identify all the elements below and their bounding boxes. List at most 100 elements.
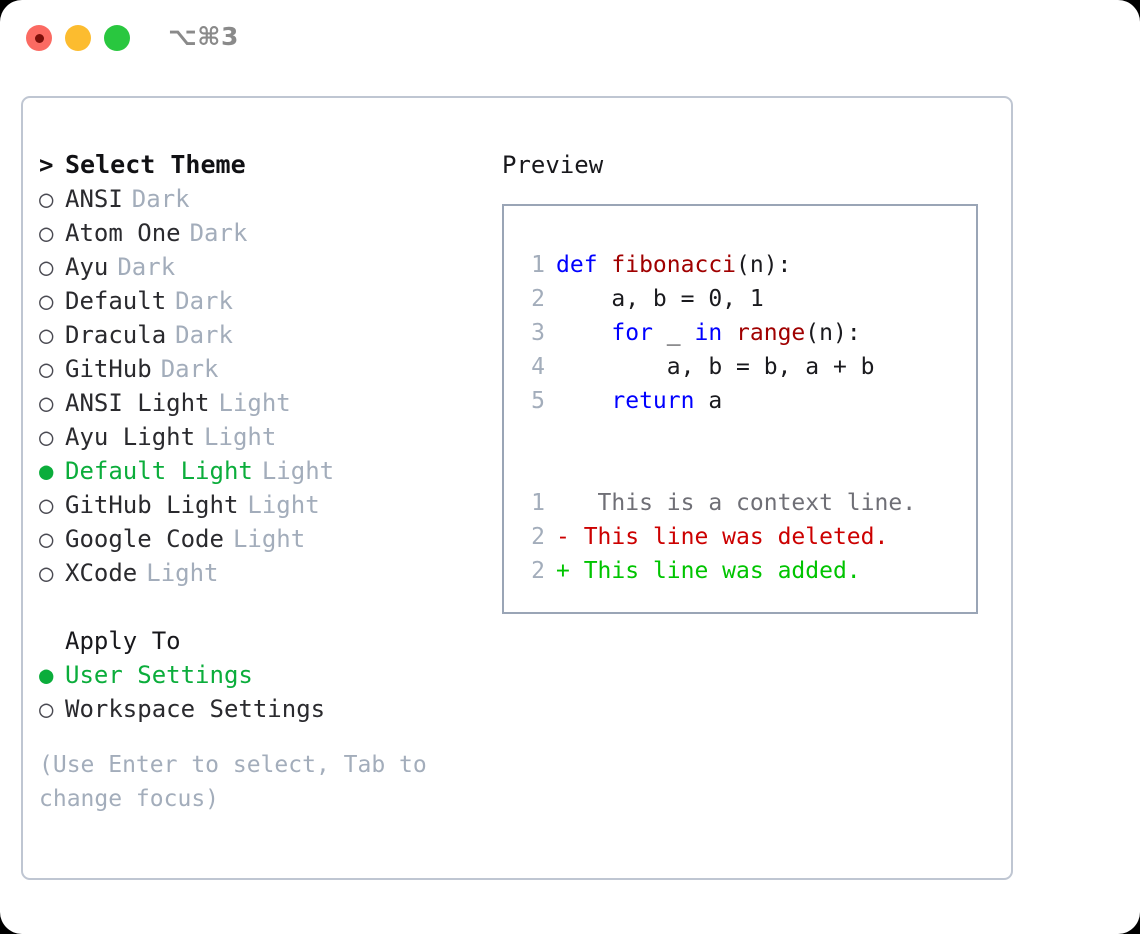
code-token: in xyxy=(694,320,723,346)
code-line: 4 a, b = b, a + b xyxy=(517,350,970,384)
radio-unselected-icon[interactable]: ○ xyxy=(39,355,54,383)
theme-name: Dracula xyxy=(65,321,167,349)
close-window-button[interactable] xyxy=(26,25,52,51)
theme-name: Atom One xyxy=(65,219,181,247)
theme-selector-column: > Select Theme ○ ANSI Dark ○ Atom One Da… xyxy=(39,148,489,816)
theme-list-item[interactable]: ○ Google Code Light xyxy=(39,522,489,556)
code-token: (n): xyxy=(736,252,792,278)
theme-list-item-selected[interactable]: ● Default Light Light xyxy=(39,454,489,488)
theme-variant: Light xyxy=(232,525,306,553)
code-token: a, b = b, a + b xyxy=(556,354,875,380)
code-token: def xyxy=(556,252,612,278)
preview-title: Preview xyxy=(502,151,604,179)
diff-line-deleted: 2 - This line was deleted. xyxy=(517,520,970,554)
line-number: 5 xyxy=(531,388,545,414)
line-number: 4 xyxy=(531,354,545,380)
radio-selected-icon[interactable]: ● xyxy=(39,457,54,485)
theme-name: ANSI xyxy=(65,185,123,213)
theme-name: Google Code xyxy=(65,525,224,553)
theme-variant: Light xyxy=(247,491,320,519)
radio-unselected-icon[interactable]: ○ xyxy=(39,185,54,213)
radio-unselected-icon[interactable]: ○ xyxy=(39,423,54,451)
select-theme-header: > Select Theme xyxy=(39,148,489,182)
apply-to-label: Workspace Settings xyxy=(65,695,326,723)
select-theme-title: Select Theme xyxy=(65,150,246,179)
theme-variant: Dark xyxy=(189,219,248,247)
line-number: 3 xyxy=(531,320,545,346)
theme-list-item[interactable]: ○ ANSI Dark xyxy=(39,182,489,216)
code-line: 2 a, b = 0, 1 xyxy=(517,282,970,316)
diff-line-added: 2 + This line was added. xyxy=(517,554,970,588)
theme-variant: Light xyxy=(204,423,277,451)
radio-unselected-icon[interactable]: ○ xyxy=(39,253,54,281)
prompt-caret-icon: > xyxy=(39,151,54,179)
radio-unselected-icon[interactable]: ○ xyxy=(39,219,54,247)
code-token xyxy=(556,320,611,346)
apply-to-header: · Apply To xyxy=(39,624,489,658)
theme-variant: Dark xyxy=(117,253,176,281)
theme-list-item[interactable]: ○ Ayu Light Light xyxy=(39,420,489,454)
radio-selected-icon[interactable]: ● xyxy=(39,661,54,689)
radio-unselected-icon[interactable]: ○ xyxy=(39,491,54,519)
apply-to-label: User Settings xyxy=(65,661,253,689)
line-number: 1 xyxy=(531,490,545,516)
radio-unselected-icon[interactable]: ○ xyxy=(39,389,54,417)
diff-text: This is a context line. xyxy=(569,490,917,516)
maximize-window-button[interactable] xyxy=(104,25,130,51)
radio-unselected-icon[interactable]: ○ xyxy=(39,287,54,315)
theme-list-item[interactable]: ○ ANSI Light Light xyxy=(39,386,489,420)
code-token: return xyxy=(611,388,695,414)
code-gap xyxy=(517,418,970,452)
theme-variant: Dark xyxy=(160,355,219,383)
code-content: return a xyxy=(556,384,722,418)
code-line: 5 return a xyxy=(517,384,970,418)
code-token: _ xyxy=(652,320,695,346)
theme-list-item[interactable]: ○ XCode Light xyxy=(39,556,489,590)
code-token: (n): xyxy=(805,320,861,346)
theme-name: Default Light xyxy=(65,457,253,485)
theme-name: ANSI Light xyxy=(65,389,210,417)
diff-line-context: 1 This is a context line. xyxy=(517,486,970,520)
line-number: 2 xyxy=(531,286,545,312)
diff-sign xyxy=(556,486,570,520)
apply-to-title: Apply To xyxy=(65,627,181,655)
radio-unselected-icon[interactable]: ○ xyxy=(39,695,54,723)
minimize-window-button[interactable] xyxy=(65,25,91,51)
theme-list-item[interactable]: ○ Dracula Dark xyxy=(39,318,489,352)
list-spacer xyxy=(39,590,489,624)
theme-variant: Light xyxy=(261,457,335,485)
theme-variant: Light xyxy=(218,389,291,417)
traffic-light-group xyxy=(26,25,130,51)
line-number: 2 xyxy=(531,558,545,584)
keyboard-shortcut-label: ⌥⌘3 xyxy=(168,22,239,51)
code-gap xyxy=(517,452,970,486)
preview-box: 1 def fibonacci(n): 2 a, b = 0, 1 3 for … xyxy=(502,204,978,614)
theme-variant: Dark xyxy=(131,185,190,213)
title-bar: ⌥⌘3 xyxy=(0,0,1140,78)
code-sample: 1 def fibonacci(n): 2 a, b = 0, 1 3 for … xyxy=(517,248,970,588)
apply-to-item[interactable]: ○ Workspace Settings xyxy=(39,692,489,726)
code-content: for _ in range(n): xyxy=(556,316,861,350)
code-token: for xyxy=(611,320,653,346)
code-content: a, b = 0, 1 xyxy=(556,282,763,316)
diff-sign: - xyxy=(556,524,570,550)
preview-column: Preview 1 def fibonacci(n): 2 a, b = 0, … xyxy=(502,148,1002,614)
line-number: 2 xyxy=(531,524,545,550)
panel-columns: > Select Theme ○ ANSI Dark ○ Atom One Da… xyxy=(23,98,1011,878)
apply-to-item-selected[interactable]: ● User Settings xyxy=(39,658,489,692)
main-panel: > Select Theme ○ ANSI Dark ○ Atom One Da… xyxy=(21,96,1013,880)
theme-name: Ayu Light xyxy=(65,423,196,451)
radio-unselected-icon[interactable]: ○ xyxy=(39,321,54,349)
code-line: 3 for _ in range(n): xyxy=(517,316,970,350)
theme-name: Default xyxy=(65,287,167,315)
theme-list-item[interactable]: ○ Ayu Dark xyxy=(39,250,489,284)
theme-list-item[interactable]: ○ Default Dark xyxy=(39,284,489,318)
theme-variant: Dark xyxy=(175,321,233,349)
radio-unselected-icon[interactable]: ○ xyxy=(39,525,54,553)
keyboard-hint-text: (Use Enter to select, Tab to change focu… xyxy=(39,752,427,812)
radio-unselected-icon[interactable]: ○ xyxy=(39,559,54,587)
theme-name: XCode xyxy=(65,559,138,587)
theme-list-item[interactable]: ○ GitHub Dark xyxy=(39,352,489,386)
theme-list-item[interactable]: ○ Atom One Dark xyxy=(39,216,489,250)
theme-list-item[interactable]: ○ GitHub Light Light xyxy=(39,488,489,522)
